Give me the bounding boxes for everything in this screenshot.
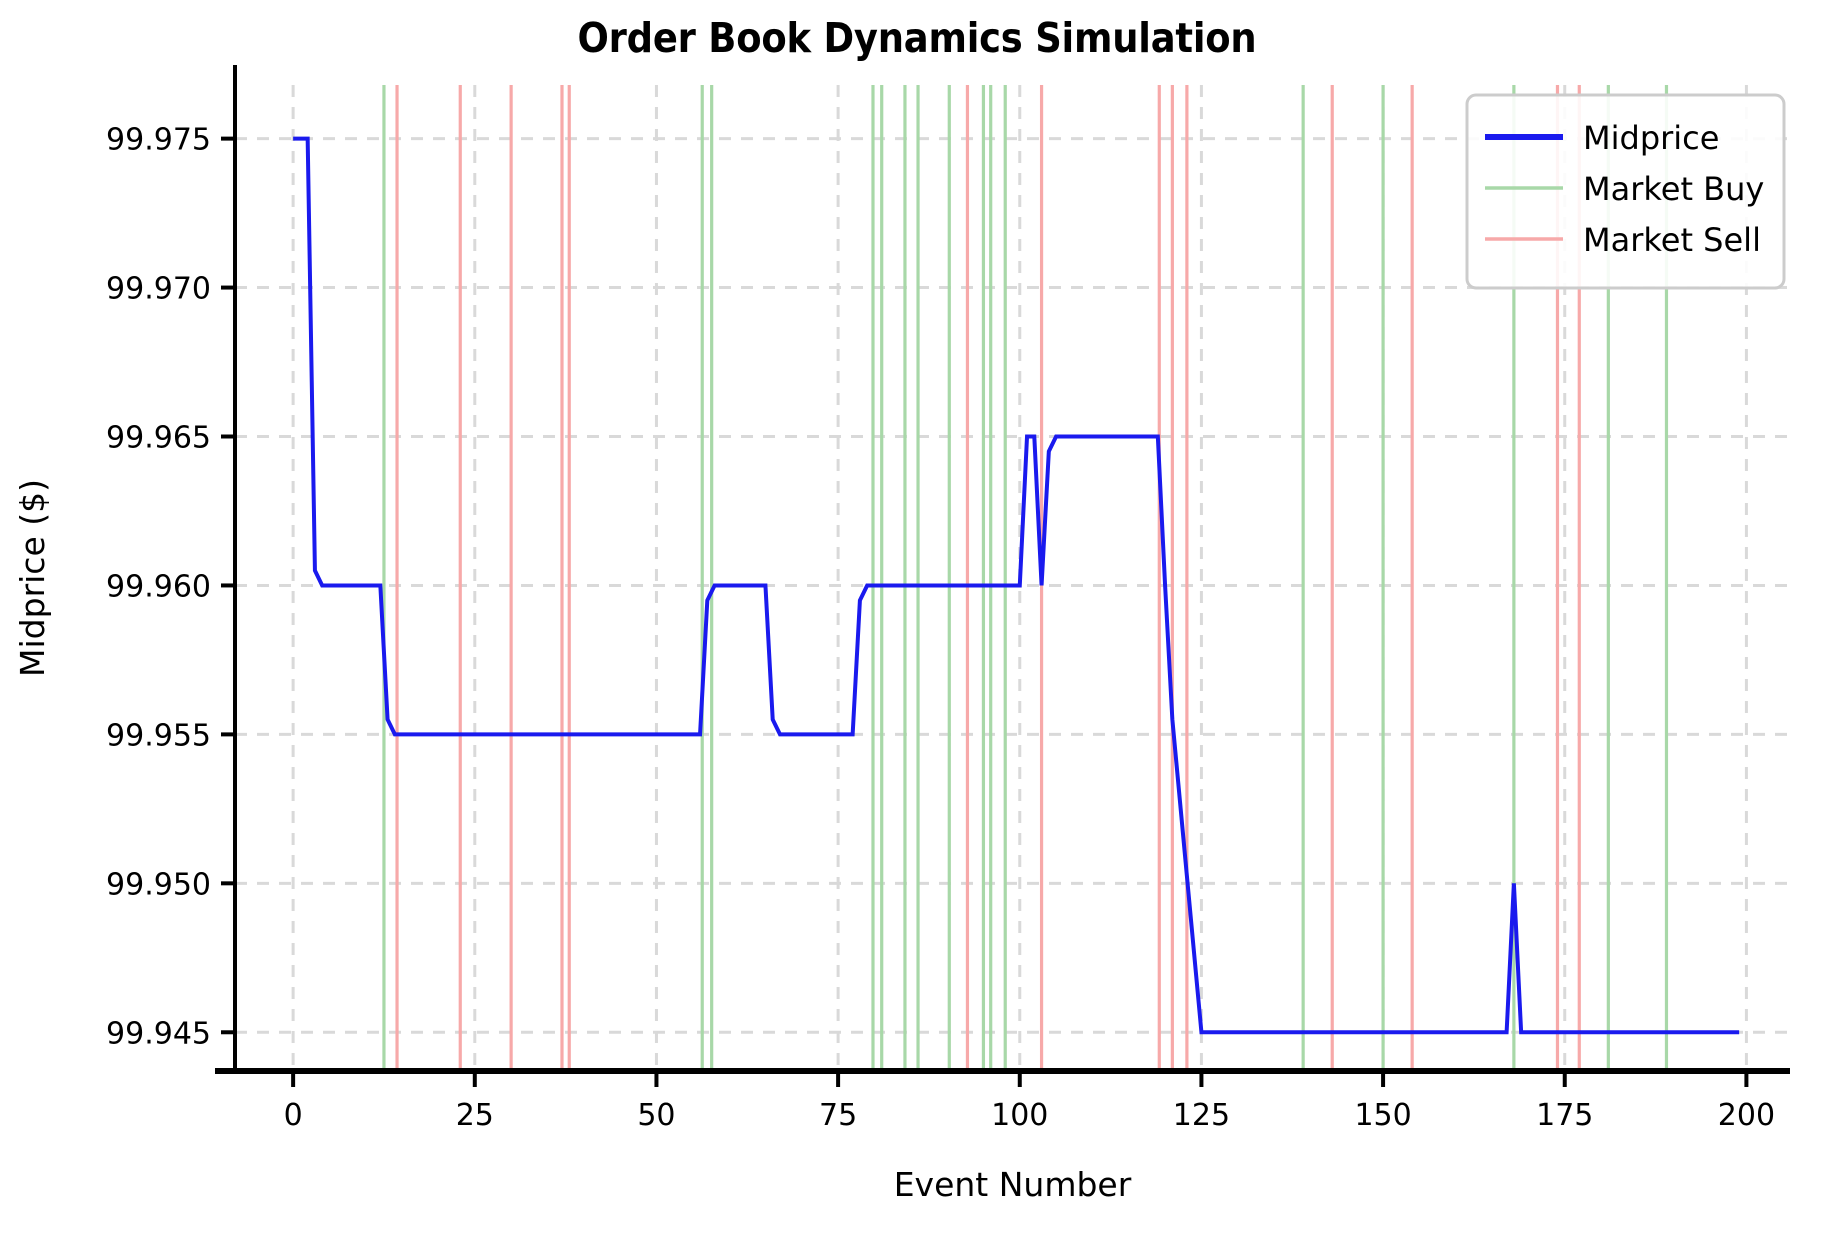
axis-spines [215,65,1790,1074]
legend-label-market-buy: Market Buy [1583,170,1764,208]
axis-ticks [221,136,1749,1087]
legend-label-market-sell: Market Sell [1583,221,1761,259]
event-marker-lines [382,85,1669,1071]
midprice-series-line [293,136,1740,1035]
midprice-line [293,136,1740,1035]
x-tick-label: 150 [1354,1098,1411,1133]
x-tick-label: 0 [284,1098,303,1133]
x-tick-label: 50 [637,1098,675,1133]
axis-titles: Event Number Midprice ($) [13,479,1132,1204]
x-tick-label: 100 [991,1098,1048,1133]
y-tick-label: 99.960 [106,569,211,604]
x-axis-title: Event Number [894,1165,1132,1204]
y-tick-label: 99.965 [106,421,211,456]
axis-tick-labels: 99.945 99.950 99.955 99.960 99.965 99.970 99.9… [106,123,1775,1133]
x-tick-label: 25 [456,1098,494,1133]
x-tick-label: 200 [1718,1098,1775,1133]
y-tick-label: 99.970 [106,272,211,307]
y-tick-label: 99.945 [106,1016,211,1051]
x-tick-label: 175 [1536,1098,1593,1133]
page-title: Order Book Dynamics Simulation [577,14,1257,62]
legend-label-midprice: Midprice [1583,119,1719,157]
x-tick-label: 125 [1173,1098,1230,1133]
y-axis-title: Midprice ($) [13,479,52,677]
y-tick-label: 99.975 [106,123,211,158]
y-tick-label: 99.955 [106,718,211,753]
y-tick-label: 99.950 [106,867,211,902]
x-tick-label: 75 [819,1098,857,1133]
